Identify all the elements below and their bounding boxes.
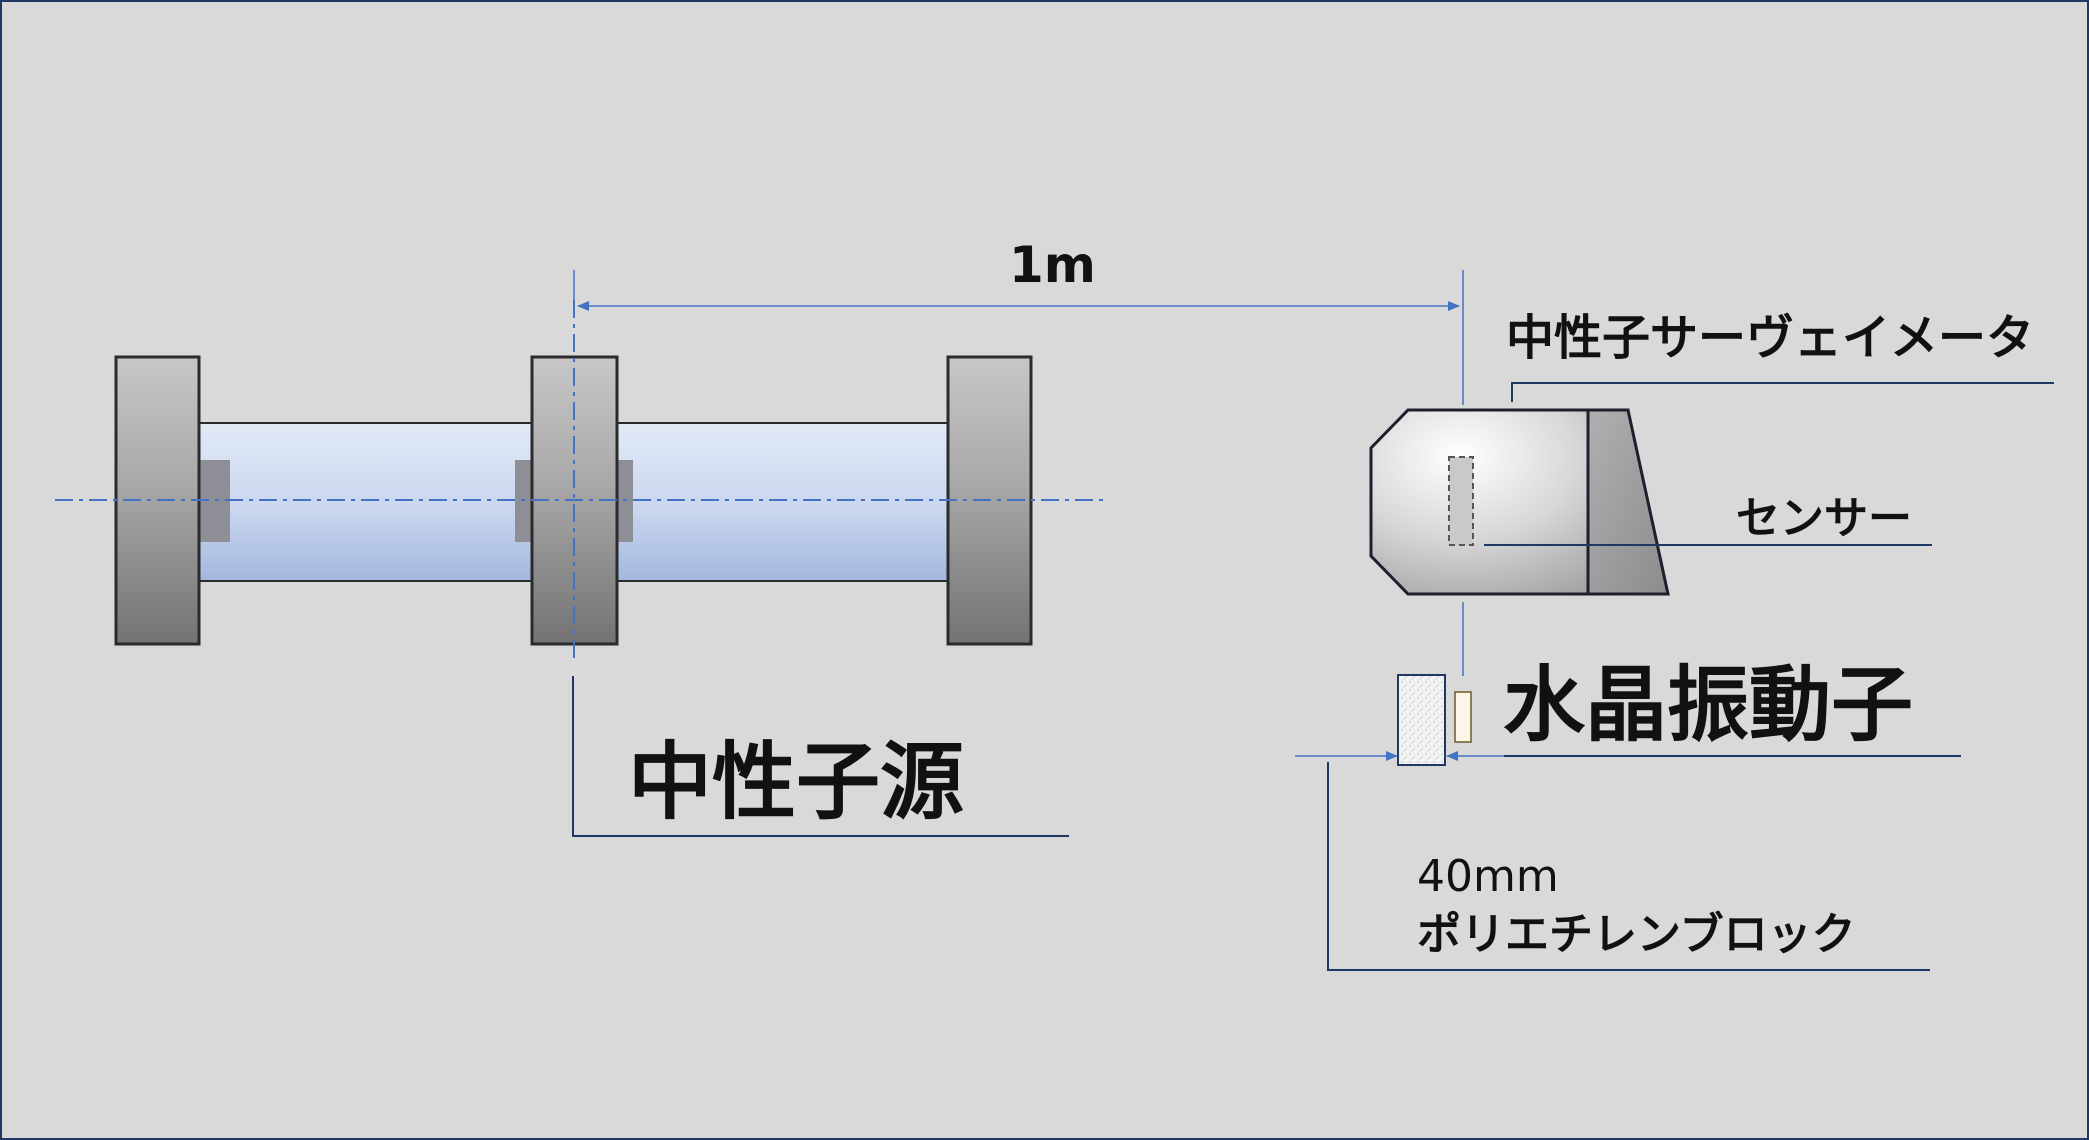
quartz-crystal [1454, 691, 1472, 743]
leader-survey-meter [1511, 382, 2054, 402]
crystal-label: 水晶振動子 [1503, 658, 1914, 753]
distance-label: 1m [1009, 236, 1096, 294]
leader-source [572, 676, 1069, 837]
leader-block [1327, 762, 1930, 971]
survey-meter-end [1586, 408, 1670, 596]
polyethylene-block [1397, 674, 1446, 766]
sensor-label: センサー [1736, 493, 1912, 544]
thickness-label: 40mm [1417, 851, 1559, 902]
survey-meter-label: 中性子サーヴェイメータ [1506, 310, 2035, 366]
block-label: ポリエチレンブロック [1417, 909, 1856, 960]
sensor-element [1448, 456, 1474, 546]
source-label: 中性子源 [628, 733, 965, 831]
